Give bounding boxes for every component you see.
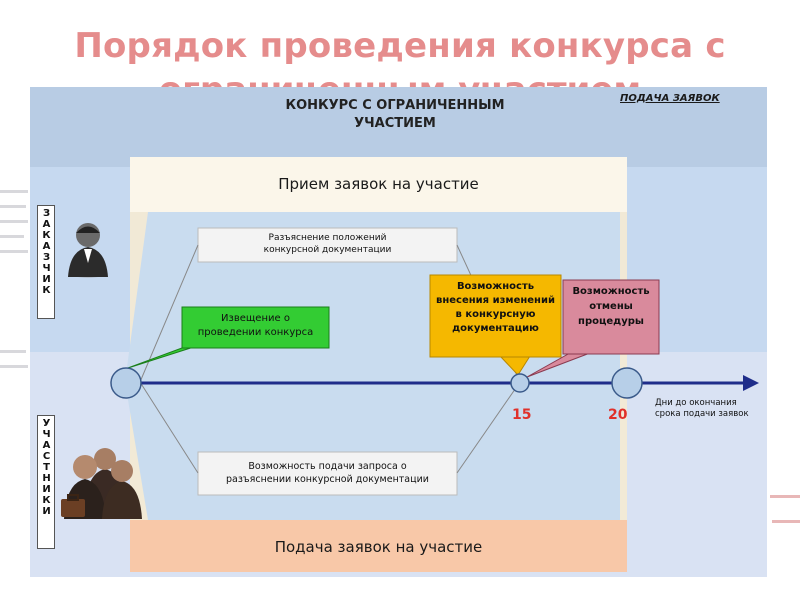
decor-stroke xyxy=(0,235,24,238)
cancel-label: Возможность отмены процедуры xyxy=(572,286,650,327)
participants-label-text: УЧАСТНИКИ xyxy=(41,418,52,517)
contest-title: КОНКУРС С ОГРАНИЧЕННЫМ УЧАСТИЕМ xyxy=(285,98,505,131)
decor-stroke xyxy=(0,350,26,353)
notice-label: Извещение о проведении конкурса xyxy=(197,313,314,338)
day-20-label: 20 xyxy=(608,407,628,423)
cancel-box xyxy=(562,279,660,355)
timeline-day20-marker xyxy=(611,367,643,399)
customer-label-text: ЗАКАЗЧИК xyxy=(41,208,52,296)
timeline-arrowhead xyxy=(743,375,759,391)
connector-line xyxy=(139,381,199,474)
timeline-day15-marker xyxy=(510,373,530,393)
axis-label: Дни до окончания срока подачи заявок xyxy=(655,398,749,419)
notice-box xyxy=(181,306,330,349)
diagram-panel: ЗАКАЗЧИК УЧАСТНИКИ КОНКУРС С ОГРАНИЧЕННЫ… xyxy=(30,87,767,577)
request-box xyxy=(197,451,458,496)
day-15-label: 15 xyxy=(512,407,532,423)
decor-stroke xyxy=(0,250,28,253)
decor-stroke xyxy=(0,365,28,368)
diagram-shapes xyxy=(61,157,759,572)
timeline-start-marker xyxy=(110,367,142,399)
decor-stroke xyxy=(0,190,28,193)
participants-label: УЧАСТНИКИ xyxy=(37,415,55,549)
decor-stroke xyxy=(770,495,800,498)
slide-title: Порядок проведения конкурса с xyxy=(74,26,726,66)
filing-label: Подача заявок на участие xyxy=(274,538,483,556)
changes-box xyxy=(429,274,562,358)
connector-line xyxy=(139,244,199,383)
decor-stroke xyxy=(0,205,26,208)
band-top xyxy=(30,87,767,167)
connector-line xyxy=(456,381,521,474)
receipt-header xyxy=(130,157,627,212)
submission-tag: ПОДАЧА ЗАЯВОК xyxy=(620,93,720,104)
decor-stroke xyxy=(0,220,28,223)
filing-band xyxy=(130,520,627,572)
clarification-label: Разъяснение положений конкурсной докумен… xyxy=(263,233,392,255)
customer-person-icon xyxy=(68,223,108,278)
customer-label: ЗАКАЗЧИК xyxy=(37,205,55,319)
decor-stroke xyxy=(772,520,800,523)
briefcase-icon xyxy=(61,494,85,517)
receipt-label: Прием заявок на участие xyxy=(278,175,479,193)
participants-group-icon xyxy=(64,448,142,519)
request-label: Возможность подачи запроса о разъяснении… xyxy=(226,461,429,485)
changes-label: Возможность внесения изменений в конкурс… xyxy=(436,281,555,334)
